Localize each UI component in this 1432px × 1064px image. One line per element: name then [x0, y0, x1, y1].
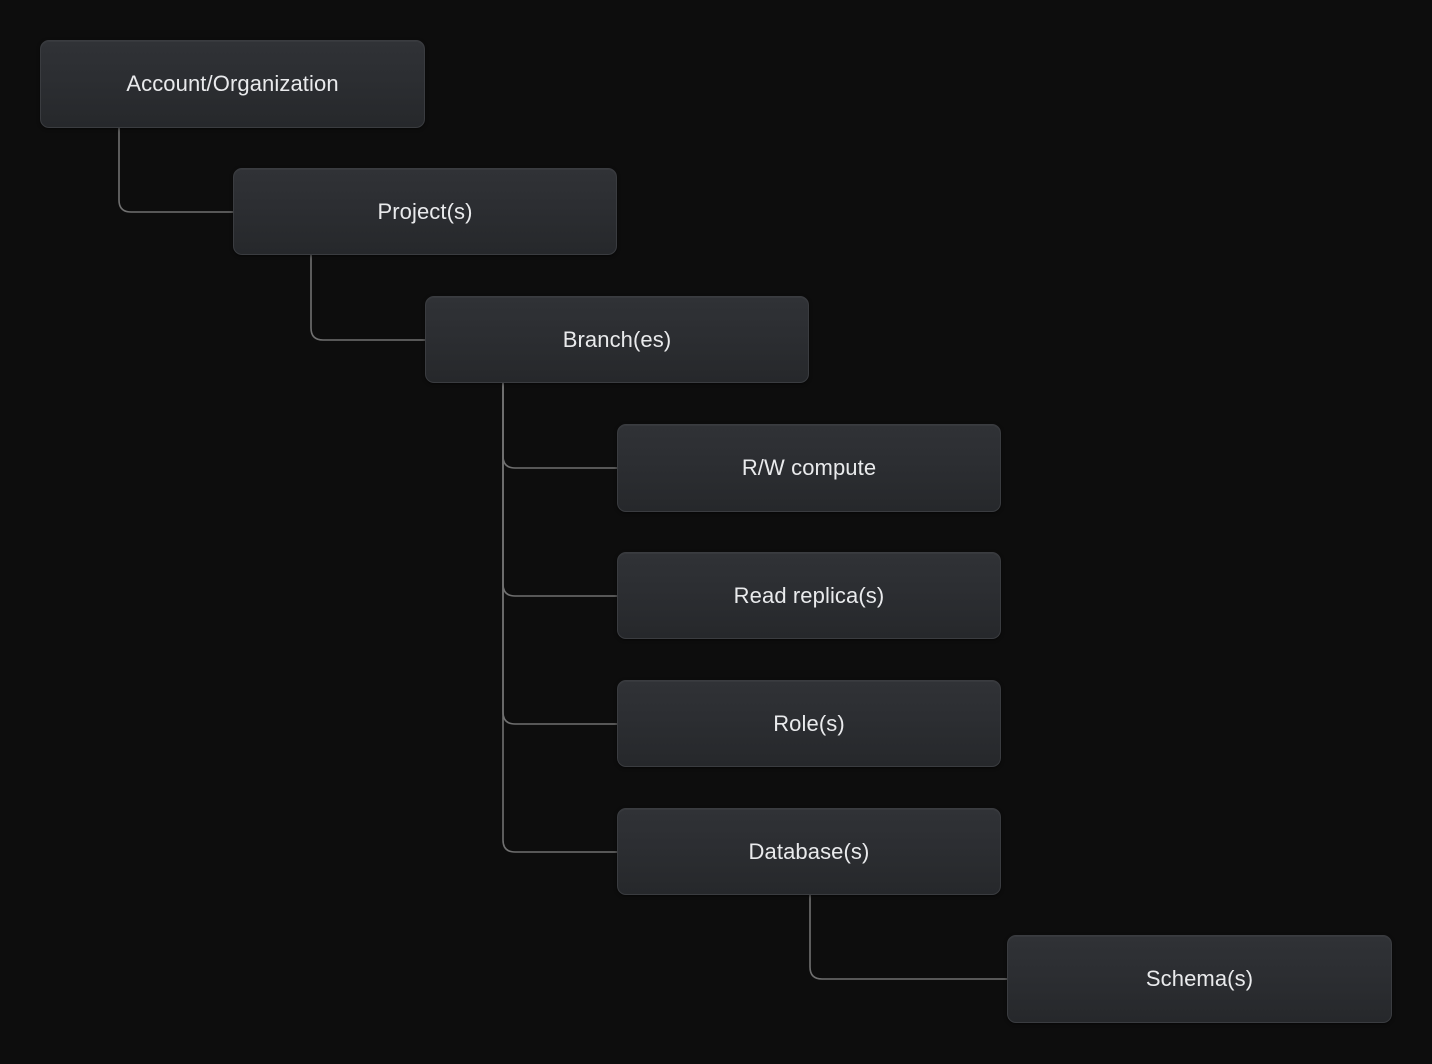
node-branch-label: Branch(es) — [562, 326, 672, 352]
edge-branch-to-rw-compute — [502, 382, 618, 469]
node-account-label: Account/Organization — [126, 71, 339, 96]
edge-branch-to-read-replica — [502, 382, 618, 597]
node-branch[interactable]: Branch(es) — [425, 296, 809, 383]
node-account[interactable]: Account/Organization — [40, 40, 425, 128]
node-project-label: Project(s) — [377, 198, 473, 224]
node-project[interactable]: Project(s) — [233, 168, 617, 255]
node-database[interactable]: Database(s) — [617, 808, 1001, 895]
node-role-label: Role(s) — [773, 710, 845, 736]
edge-branch-to-role — [502, 382, 618, 725]
edge-project-to-branch — [310, 254, 426, 341]
node-read-replica[interactable]: Read replica(s) — [617, 552, 1001, 639]
node-database-label: Database(s) — [748, 838, 870, 864]
node-schema-label: Schema(s) — [1145, 966, 1254, 991]
edge-database-to-schema — [809, 894, 1008, 980]
node-read-replica-label: Read replica(s) — [733, 582, 885, 608]
node-rw-compute-label: R/W compute — [741, 455, 877, 480]
edge-account-to-project — [118, 127, 234, 213]
edge-branch-to-database — [502, 382, 618, 853]
node-rw-compute[interactable]: R/W compute — [617, 424, 1001, 512]
node-role[interactable]: Role(s) — [617, 680, 1001, 767]
node-schema[interactable]: Schema(s) — [1007, 935, 1392, 1023]
